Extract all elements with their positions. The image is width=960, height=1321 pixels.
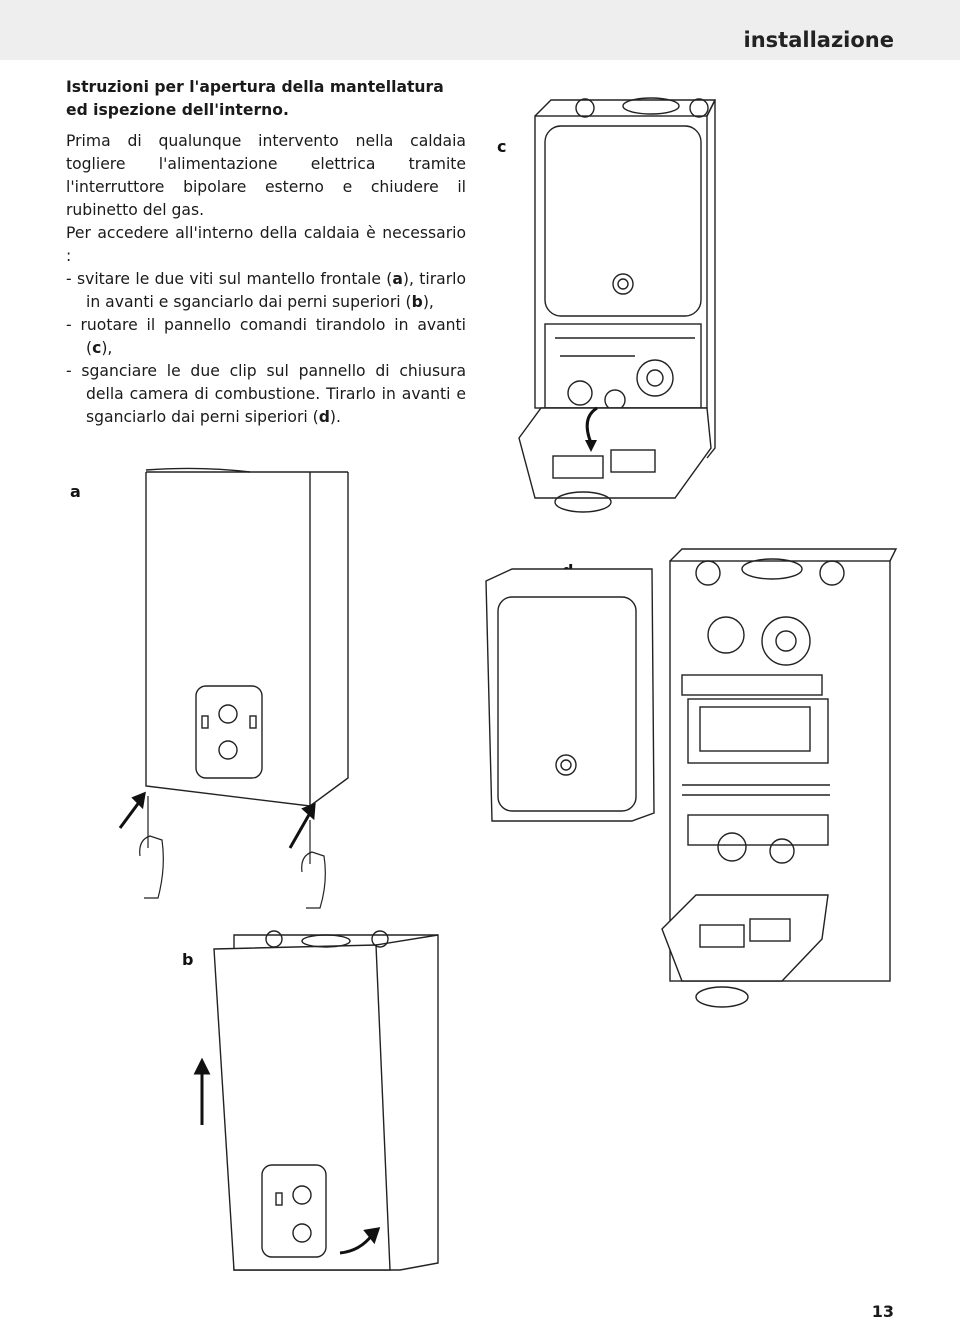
figure-label-b: b — [182, 950, 194, 969]
step-3-ref-d: d — [318, 408, 330, 426]
step-1: - svitare le due viti sul mantello front… — [66, 268, 466, 314]
heading-line-1: Istruzioni per l'apertura della mantella… — [66, 78, 444, 96]
step-1-ref-b: b — [411, 293, 423, 311]
section-title: installazione — [743, 28, 894, 52]
figure-c-boiler-open-panel — [518, 97, 717, 513]
step-1-ref-a: a — [392, 270, 403, 288]
step-2-prefix: - ruotare il pannello comandi tirandolo … — [66, 316, 466, 357]
step-2: - ruotare il pannello comandi tirandolo … — [66, 314, 466, 360]
figure-d-boiler-internal — [485, 548, 898, 1008]
figure-label-c: c — [497, 137, 507, 156]
paragraph-1: Prima di qualunque intervento nella cald… — [66, 132, 466, 219]
header-bar — [0, 0, 960, 60]
step-3: - sganciare le due clip sul pannello di … — [66, 360, 466, 429]
step-1-suffix2: ), — [422, 293, 434, 311]
instructions-block: Istruzioni per l'apertura della mantella… — [66, 76, 466, 429]
step-1-suffix: ), tirarlo in avanti e sganciarlo dai pe… — [86, 270, 467, 311]
figure-b-boiler-casing-removed — [193, 930, 439, 1271]
paragraph-2: Per accedere all'interno della caldaia è… — [66, 224, 466, 265]
step-3-prefix: - sganciare le due clip sul pannello di … — [66, 362, 466, 426]
step-2-ref-c: c — [92, 339, 102, 357]
step-1-prefix: - svitare le due viti sul mantello front… — [66, 270, 393, 288]
page-number: 13 — [871, 1302, 894, 1321]
step-2-suffix: ), — [101, 339, 113, 357]
heading-line-2: ed ispezione dell'interno. — [66, 101, 289, 119]
instructions-heading: Istruzioni per l'apertura della mantella… — [66, 76, 466, 122]
step-3-suffix: ). — [329, 408, 341, 426]
figure-label-a: a — [70, 482, 81, 501]
figure-a-boiler-front-screws — [118, 467, 349, 909]
